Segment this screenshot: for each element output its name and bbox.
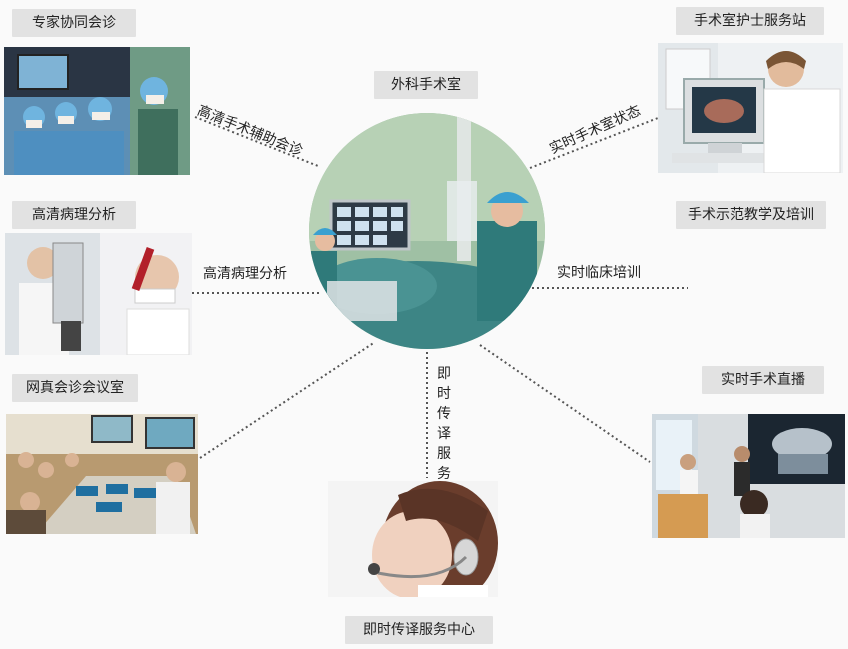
tag-interpretation: 即时传译服务中心 [345, 616, 493, 644]
link-pathology: 高清病理分析 [203, 266, 287, 282]
headset-operator-photo [328, 481, 498, 597]
tag-pathology: 高清病理分析 [12, 201, 136, 229]
tag-teaching: 手术示范教学及培训 [676, 201, 826, 229]
tag-expert-consult: 专家协同会诊 [12, 9, 136, 37]
link-teaching: 实时临床培训 [557, 265, 641, 281]
connector-broadcast [479, 344, 651, 463]
connector-expert [194, 116, 319, 167]
tag-live-broadcast: 实时手术直播 [702, 366, 824, 394]
meeting-room-photo [6, 414, 198, 534]
tag-nurse-station: 手术室护士服务站 [676, 7, 824, 35]
link-interpretation: 即时传译服务 [437, 366, 451, 482]
nurse-monitor-photo [658, 43, 843, 173]
operating-room-photo [309, 113, 545, 349]
center-title: 外科手术室 [374, 71, 478, 99]
lecture-hall-photo [652, 414, 845, 538]
connector-meeting [199, 341, 376, 459]
microscope-lab-photo [5, 233, 192, 355]
tag-meeting-room: 网真会诊会议室 [12, 374, 138, 402]
surgeons-team-photo [4, 47, 190, 175]
